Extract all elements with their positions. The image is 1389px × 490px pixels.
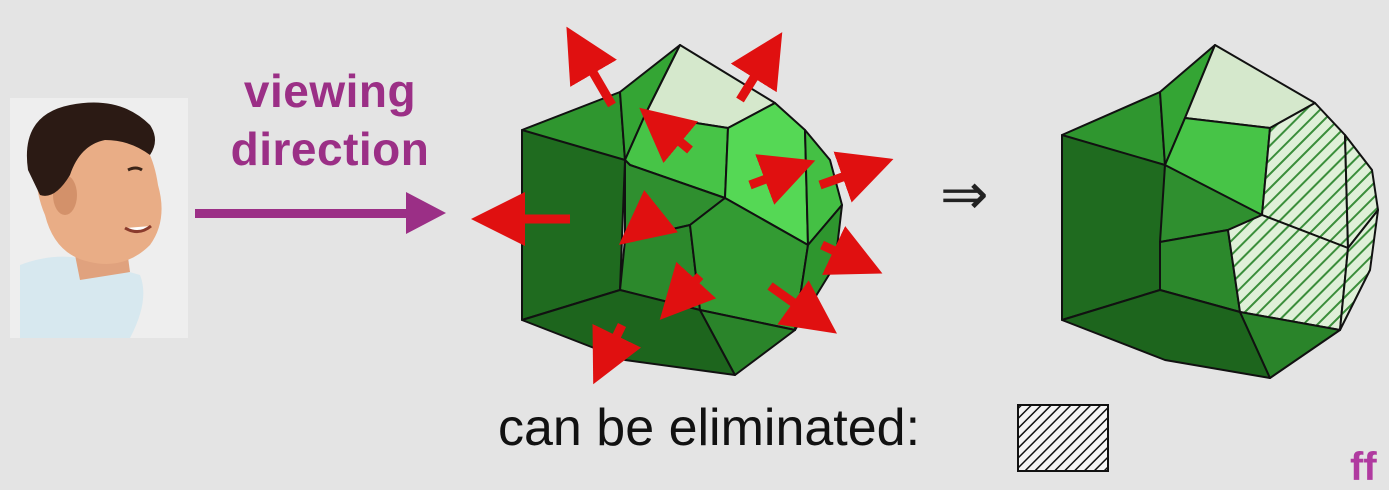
viewing-direction-label: viewing direction [200,62,460,178]
person-photo-icon [10,98,188,338]
label-line-2: direction [200,120,460,178]
corner-logo: ff [1350,445,1377,490]
implies-symbol: ⇒ [940,160,989,228]
label-line-1: viewing [200,62,460,120]
elimination-caption: can be eliminated: [498,398,920,458]
diagram-stage: viewing direction ⇒ can be eliminated: f… [0,0,1389,476]
polyhedron-right [1062,45,1378,378]
polyhedron-left [522,45,842,375]
hatched-swatch-icon [1018,405,1108,471]
viewing-arrow-icon [195,192,446,234]
